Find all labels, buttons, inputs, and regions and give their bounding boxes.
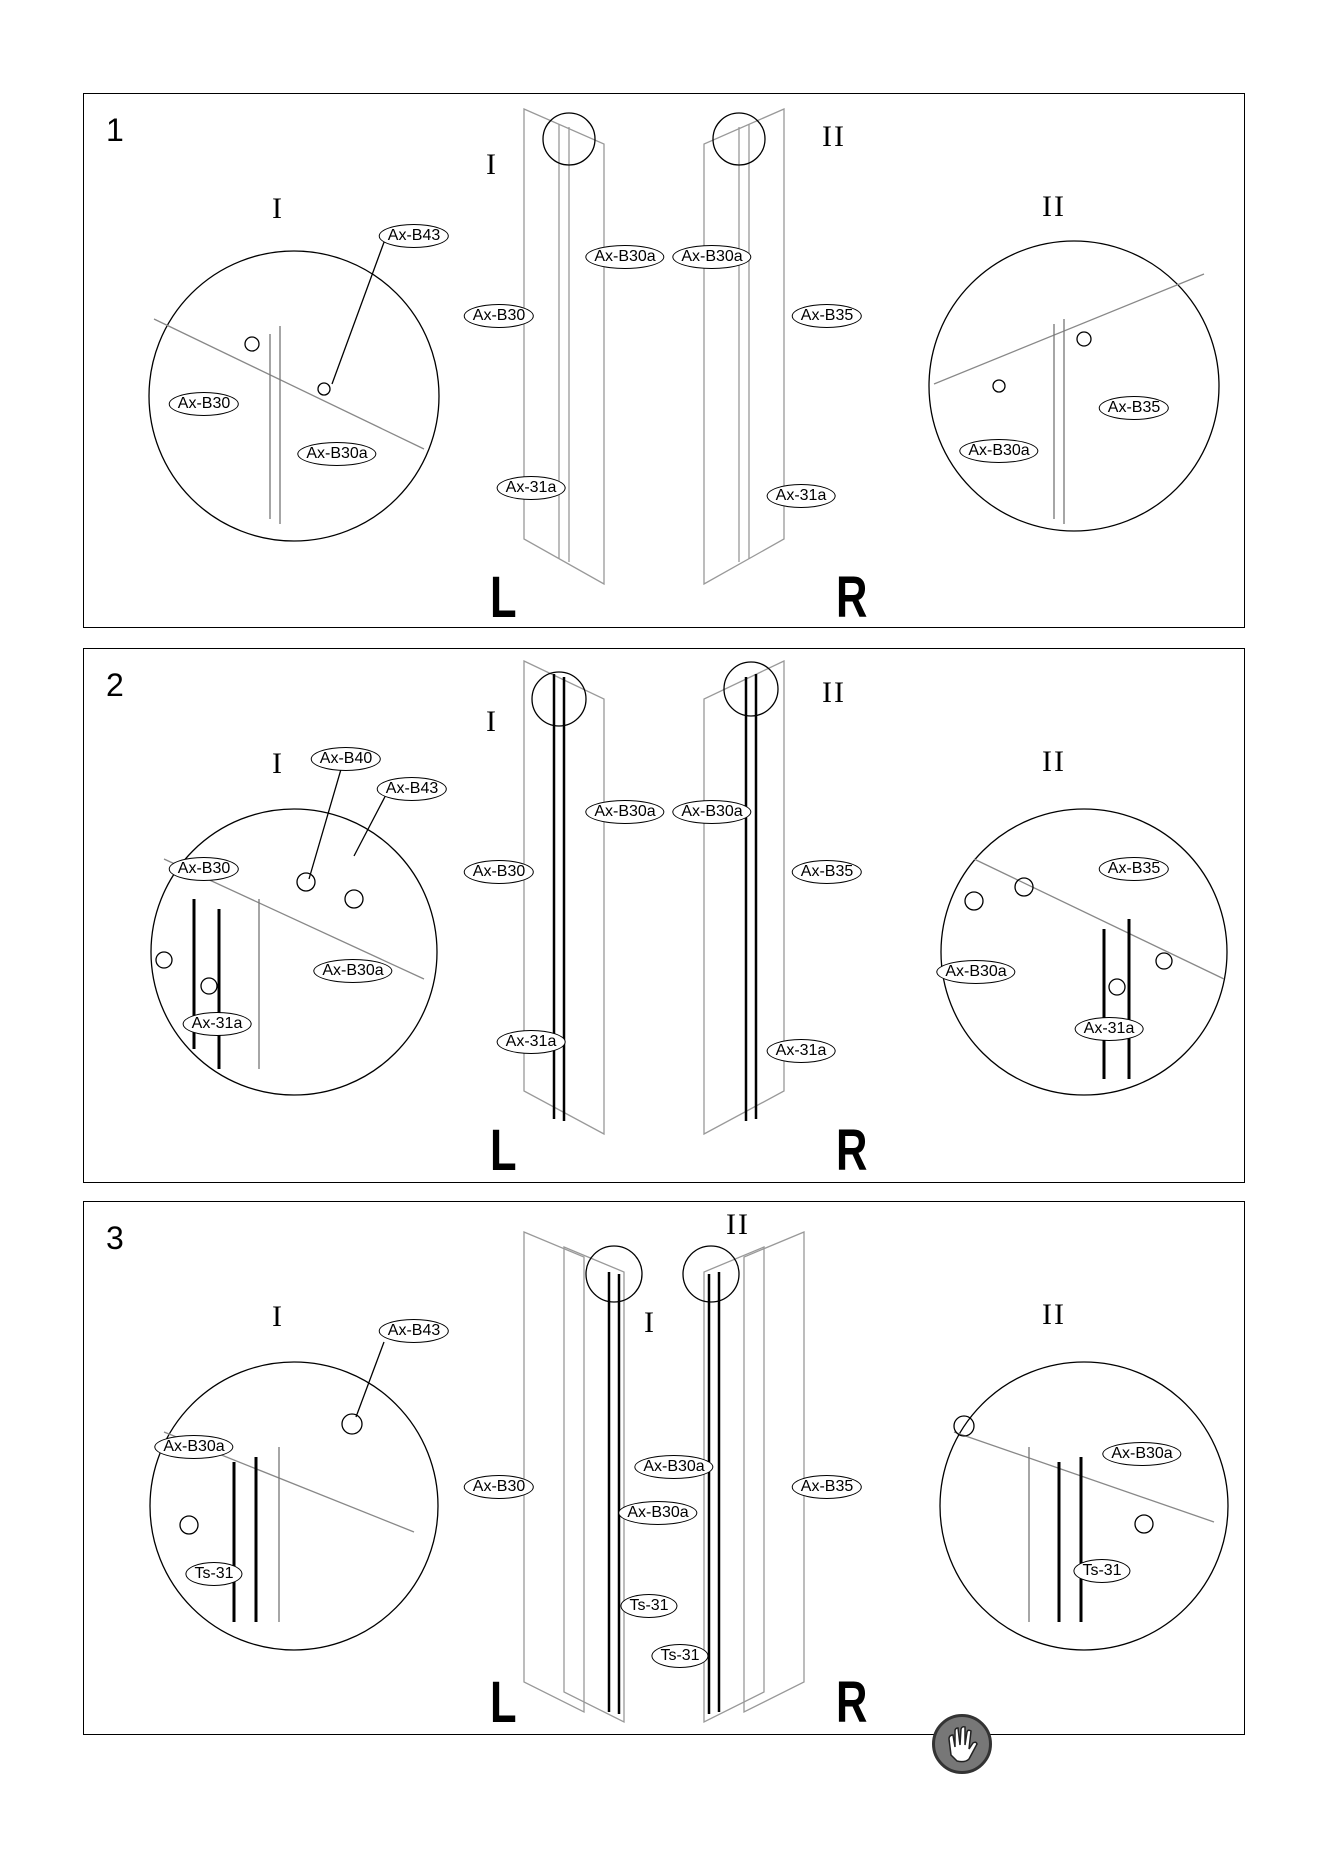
part-label: Ax-B30a: [1102, 1442, 1182, 1466]
step-2-panel: 2 I II I II L R Ax-B40 Ax-B43 Ax-B30 Ax-…: [83, 648, 1245, 1183]
part-label: Ax-B43: [378, 1319, 450, 1343]
part-label: Ax-31a: [182, 1012, 252, 1036]
part-label: Ax-B40: [310, 747, 382, 771]
part-label: Ts-31: [185, 1562, 243, 1586]
part-label: Ax-B35: [791, 860, 863, 884]
step-3-drawing: [149, 1231, 1229, 1724]
part-label: Ax-31a: [496, 1030, 566, 1054]
detail-circle-title-left: I: [272, 1300, 284, 1333]
side-label-left: L: [490, 1118, 517, 1183]
detail-circle-title-left: I: [272, 747, 284, 780]
part-label: Ax-B35: [791, 1475, 863, 1499]
part-label: Ax-B30a: [313, 959, 393, 983]
step-2-drawing: [150, 659, 1228, 1136]
part-label: Ax-B30a: [154, 1435, 234, 1459]
part-label: Ax-B30: [463, 304, 535, 328]
side-label-right: R: [836, 1118, 868, 1183]
glove-icon-shape: [948, 1726, 978, 1763]
side-label-right: R: [836, 565, 868, 630]
part-label: Ts-31: [620, 1594, 678, 1618]
part-label: Ax-B30a: [297, 442, 377, 466]
part-label: Ax-B30: [168, 392, 240, 416]
part-label: Ts-31: [651, 1644, 709, 1668]
part-label: Ax-B30a: [618, 1501, 698, 1525]
step-number: 3: [106, 1220, 124, 1256]
part-label: Ax-B30a: [936, 960, 1016, 984]
part-label: Ax-B30a: [585, 800, 665, 824]
detail-circle-title-right: II: [1042, 190, 1066, 223]
step-1-panel: 1 I II I II L R Ax-B43 Ax-B30 Ax-B30a Ax…: [83, 93, 1245, 630]
part-label: Ax-31a: [496, 476, 566, 500]
detail-marker-right: II: [822, 676, 846, 709]
part-label: Ax-B43: [378, 224, 450, 248]
step-number: 2: [106, 667, 124, 703]
detail-circle-title-right: II: [1042, 1298, 1066, 1331]
part-label: Ax-B30: [463, 1475, 535, 1499]
detail-marker-left: I: [644, 1306, 656, 1339]
detail-circle-title-left: I: [272, 192, 284, 225]
step-1-drawing: [148, 108, 1220, 586]
detail-marker-left: I: [486, 148, 498, 181]
detail-marker-right: II: [726, 1208, 750, 1241]
step-3-panel: 3 II I I II L R Ax-B43 Ax-B30a Ts-31 Ax-…: [83, 1201, 1245, 1735]
part-label: Ax-31a: [766, 1039, 836, 1063]
part-label: Ts-31: [1073, 1559, 1131, 1583]
detail-marker-right: II: [822, 120, 846, 153]
part-label: Ax-31a: [766, 484, 836, 508]
step-number: 1: [106, 112, 124, 148]
part-label: Ax-B30: [168, 857, 240, 881]
part-label: Ax-B35: [1098, 857, 1170, 881]
part-label: Ax-31a: [1074, 1017, 1144, 1041]
part-label: Ax-B30a: [672, 245, 752, 269]
detail-circle-title-right: II: [1042, 745, 1066, 778]
part-label: Ax-B43: [376, 777, 448, 801]
part-label: Ax-B35: [791, 304, 863, 328]
part-label: Ax-B30: [463, 860, 535, 884]
part-label: Ax-B30a: [585, 245, 665, 269]
side-label-left: L: [490, 1670, 517, 1735]
side-label-left: L: [490, 565, 517, 630]
part-label: Ax-B30a: [634, 1455, 714, 1479]
part-label: Ax-B35: [1098, 396, 1170, 420]
part-label: Ax-B30a: [672, 800, 752, 824]
side-label-right: R: [836, 1670, 868, 1735]
detail-marker-left: I: [486, 705, 498, 738]
part-label: Ax-B30a: [959, 439, 1039, 463]
glove-icon: [932, 1714, 992, 1774]
